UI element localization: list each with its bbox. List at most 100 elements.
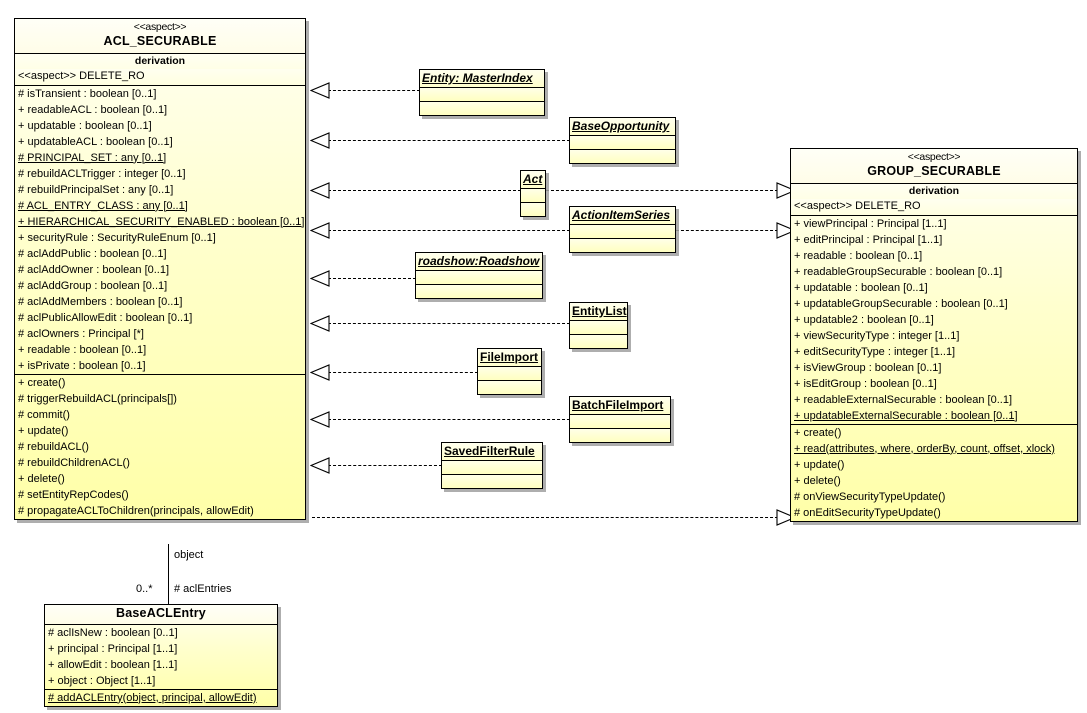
derivation-value: <<aspect>> DELETE_RO (15, 68, 305, 85)
realization-line-act-left (328, 190, 521, 191)
operation-row: # onViewSecurityTypeUpdate() (794, 490, 946, 503)
class-act[interactable]: Act (520, 170, 546, 217)
class-baseopportunity[interactable]: BaseOpportunity (569, 117, 676, 164)
class-name: BaseACLEntry (116, 606, 206, 620)
operation-row: # addACLEntry(object, principal, allowEd… (48, 691, 257, 704)
attribute-row: # rebuildACLTrigger : integer [0..1] (18, 167, 186, 180)
class-actionitemseries[interactable]: ActionItemSeries (569, 206, 676, 253)
attribute-row: + securityRule : SecurityRuleEnum [0..1] (18, 231, 216, 244)
attribute-row: + HIERARCHICAL_SECURITY_ENABLED : boolea… (18, 215, 305, 228)
attribute-row: + principal : Principal [1..1] (48, 642, 178, 655)
attribute-compartment-base-acl-entry: # aclIsNew : boolean [0..1] + principal … (45, 623, 277, 689)
class-stereotype: <<aspect>> (907, 151, 961, 163)
class-entitylist[interactable]: EntityList (569, 302, 628, 349)
attribute-row: + updatable : boolean [0..1] (18, 119, 152, 132)
realization-line-baseopportunity (328, 140, 570, 141)
class-name: Entity: MasterIndex (420, 70, 544, 87)
operation-row: + update() (18, 424, 69, 437)
attribute-row: # rebuildPrincipalSet : any [0..1] (18, 183, 174, 196)
operation-compartment (416, 284, 542, 298)
attribute-row: # aclIsNew : boolean [0..1] (48, 626, 178, 639)
attribute-row: + readableACL : boolean [0..1] (18, 103, 168, 116)
attribute-compartment (420, 87, 544, 101)
attribute-row: + isPrivate : boolean [0..1] (18, 359, 146, 372)
class-acl-securable[interactable]: <<aspect>> ACL_SECURABLE derivation <<as… (14, 18, 306, 520)
operation-compartment (570, 149, 675, 163)
class-name: roadshow:Roadshow (416, 253, 542, 270)
class-header-group-securable: <<aspect>> GROUP_SECURABLE (791, 149, 1077, 183)
operation-compartment-base-acl-entry: # addACLEntry(object, principal, allowEd… (45, 688, 277, 706)
class-name: BaseOpportunity (570, 118, 675, 135)
attribute-compartment (570, 224, 675, 238)
attribute-row: # ACL_ENTRY_CLASS : any [0..1] (18, 199, 188, 212)
operation-compartment-acl-securable: + create() # triggerRebuildACL(principal… (15, 373, 305, 519)
attribute-row: # aclOwners : Principal [*] (18, 327, 144, 340)
attribute-row: + viewSecurityType : integer [1..1] (794, 329, 960, 342)
operation-compartment (570, 334, 627, 348)
association-role-aclentries: # aclEntries (174, 583, 232, 595)
operation-compartment (521, 202, 545, 216)
class-name: EntityList (570, 303, 627, 320)
attribute-row: + updatableGroupSecurable : boolean [0..… (794, 297, 1008, 310)
attribute-row: + isEditGroup : boolean [0..1] (794, 377, 937, 390)
attribute-row: # aclAddGroup : boolean [0..1] (18, 279, 168, 292)
operation-row: # propagateACLToChildren(principals, all… (18, 504, 254, 517)
derivation-value: <<aspect>> DELETE_RO (791, 198, 1077, 215)
operation-row: # onEditSecurityTypeUpdate() (794, 506, 941, 519)
operation-row: + read(attributes, where, orderBy, count… (794, 442, 1055, 455)
class-group-securable[interactable]: <<aspect>> GROUP_SECURABLE derivation <<… (790, 148, 1078, 522)
realization-line-actionitemseries-left (328, 230, 570, 231)
operation-row: # setEntityRepCodes() (18, 488, 129, 501)
derivation-label: derivation (791, 182, 1077, 199)
attribute-compartment-acl-securable: # isTransient : boolean [0..1] + readabl… (15, 84, 305, 374)
derivation-label: derivation (15, 52, 305, 69)
operation-row: + update() (794, 458, 845, 471)
realization-line-actionitemseries-right (676, 230, 778, 231)
attribute-row: + updatable : boolean [0..1] (794, 281, 928, 294)
class-header-base-acl-entry: BaseACLEntry (45, 605, 277, 624)
class-header-acl-securable: <<aspect>> ACL_SECURABLE (15, 19, 305, 53)
attribute-row: + updatableExternalSecurable : boolean [… (794, 409, 1018, 422)
attribute-row: # PRINCIPAL_SET : any [0..1] (18, 151, 167, 164)
class-fileimport[interactable]: FileImport (477, 348, 542, 395)
class-savedfilterrule[interactable]: SavedFilterRule (441, 442, 543, 489)
class-batchfileimport[interactable]: BatchFileImport (569, 396, 671, 443)
attribute-compartment (570, 320, 627, 334)
class-name: SavedFilterRule (442, 443, 542, 460)
operation-row: + create() (794, 426, 842, 439)
realization-line-roadshow (328, 278, 416, 279)
attribute-row: # aclAddOwner : boolean [0..1] (18, 263, 170, 276)
realization-line-act-right (546, 190, 778, 191)
attribute-row: + readable : boolean [0..1] (794, 249, 923, 262)
attribute-row: # aclAddMembers : boolean [0..1] (18, 295, 183, 308)
operation-row: # rebuildACL() (18, 440, 89, 453)
operation-row: + create() (18, 376, 66, 389)
class-name: GROUP_SECURABLE (867, 164, 1001, 179)
realization-line-batchfileimport (328, 419, 570, 420)
class-name: ActionItemSeries (570, 207, 675, 224)
attribute-row: + editSecurityType : integer [1..1] (794, 345, 956, 358)
association-role-object: object (174, 549, 204, 561)
attribute-compartment (570, 414, 670, 428)
attribute-row: + readable : boolean [0..1] (18, 343, 147, 356)
attribute-row: + editPrincipal : Principal [1..1] (794, 233, 943, 246)
class-entity-masterindex[interactable]: Entity: MasterIndex (419, 69, 545, 116)
operation-compartment (570, 238, 675, 252)
attribute-compartment (416, 270, 542, 284)
attribute-compartment (442, 460, 542, 474)
attribute-row: + readableGroupSecurable : boolean [0..1… (794, 265, 1003, 278)
attribute-row: + viewPrincipal : Principal [1..1] (794, 217, 947, 230)
operation-row: + delete() (794, 474, 841, 487)
class-roadshow[interactable]: roadshow:Roadshow (415, 252, 543, 299)
class-base-acl-entry[interactable]: BaseACLEntry # aclIsNew : boolean [0..1]… (44, 604, 278, 707)
operation-row: # commit() (18, 408, 70, 421)
operation-compartment (570, 428, 670, 442)
operation-row: # triggerRebuildACL(principals[]) (18, 392, 177, 405)
association-multiplicity: 0..* (136, 583, 153, 595)
operation-compartment (442, 474, 542, 488)
realization-line-savedfilterrule (328, 465, 442, 466)
class-name: FileImport (478, 349, 541, 366)
attribute-row: + object : Object [1..1] (48, 674, 156, 687)
attribute-compartment (478, 366, 541, 380)
class-name: Act (521, 171, 545, 188)
